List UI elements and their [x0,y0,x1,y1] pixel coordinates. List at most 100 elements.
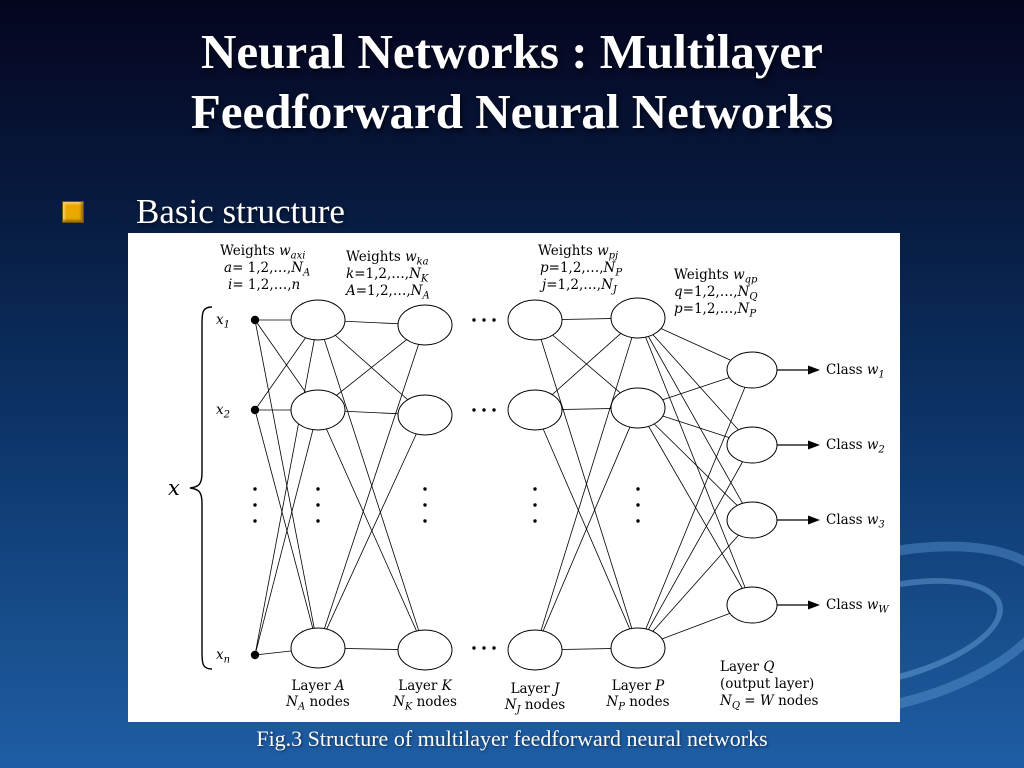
layer-a-node [290,627,346,669]
output-arrowhead-icon [808,365,820,375]
weights-axi-label-2: a= 1,2,…,NA [224,260,310,279]
connection-line [254,319,319,649]
connection-line [637,317,753,521]
output-arrows [777,365,820,610]
weights-ka-label-1: Weights wka [346,249,429,268]
horizontal-ellipsis-dot [492,318,496,322]
input-brace [189,306,213,670]
layer-labels: Layer A NA nodes Layer K NK nodes Layer … [285,659,818,716]
connection-line [637,369,753,649]
vertical-ellipsis-dot [316,487,320,491]
layer-a-nodes-label: NA nodes [285,694,350,713]
layer-j-node [507,389,563,431]
horizontal-ellipsis-dot [482,318,486,322]
bullet-label: Basic structure [136,192,345,231]
connection-line [254,409,319,656]
vertical-ellipsis-dot [636,503,640,507]
input-xn-label: xn [216,647,230,666]
class-wW-label: Class wW [826,597,889,616]
bullet-square-icon [62,201,84,223]
input-vector-label: x [168,476,180,500]
layer-j-node [507,299,563,341]
horizontal-ellipsis-dot [472,408,476,412]
connection-line [317,319,426,651]
weights-ka-label-2: k=1,2,…,NK [346,266,429,285]
connection-line [534,317,639,651]
layer-a-node [290,389,346,431]
horizontal-ellipsis-dot [492,408,496,412]
input-labels: x1 x2 xn [216,312,230,666]
horizontal-ellipsis-dot [472,318,476,322]
weights-axi-label-1: Weights waxi [220,243,305,262]
vertical-ellipsis-dot [636,487,640,491]
layer-p-label: Layer P [612,678,665,694]
weights-pj-label-3: j=1,2,…,NJ [539,277,618,296]
connection-line [637,317,753,446]
output-arrowhead-icon [808,515,820,525]
network-diagram: x Weights waxi a= 1,2,…,NA i= 1,2,…,n We… [168,243,889,716]
vertical-ellipsis-dot [636,519,640,523]
connection-line [317,409,426,651]
connection-line [317,414,426,649]
layer-k-node [397,394,453,436]
connection-line [254,409,319,649]
layer-p-node [610,387,666,429]
input-x2-label: x2 [216,402,230,421]
weight-labels: Weights waxi a= 1,2,…,NA i= 1,2,…,n Weig… [220,243,758,320]
title-line-1: Neural Networks : Multilayer [201,24,823,79]
layer-j-label: Layer J [511,681,561,697]
bullet-item: Basic structure [62,192,345,232]
connection-line [637,407,753,521]
class-labels: Class w1 Class w2 Class w3 Class wW [826,362,889,616]
connection-line [637,317,753,606]
vertical-ellipsis-dot [533,487,537,491]
layer-p-node [610,297,666,339]
horizontal-ellipsis-dot [482,408,486,412]
vertical-ellipsis-dot [423,519,427,523]
vertical-ellipsis-dot [533,519,537,523]
weights-ka-label-3: A=1,2,…,NA [344,283,430,302]
weights-pj-label-1: Weights wpj [538,243,618,262]
class-w1-label: Class w1 [826,362,885,381]
layer-q-output-label: (output layer) [720,676,814,692]
output-arrowhead-icon [808,600,820,610]
class-w2-label: Class w2 [826,437,885,456]
layer-q-label: Layer Q [720,659,774,675]
weights-axi-label-3: i= 1,2,…,n [228,277,300,293]
vertical-ellipsis-dot [533,503,537,507]
connection-line [637,407,753,606]
layer-k-label: Layer K [398,678,452,694]
layer-q-nodes-label: NQ = W nodes [719,693,819,712]
layer-q-node [726,586,778,624]
vertical-ellipsis-dot [423,487,427,491]
weights-qp-label-3: p=1,2,…,NP [674,301,756,320]
horizontal-ellipsis-dot [492,646,496,650]
layer-k-node [397,304,453,346]
figure-panel: x Weights waxi a= 1,2,…,NA i= 1,2,…,n We… [128,233,900,722]
title-line-2: Feedforward Neural Networks [190,84,834,139]
vertical-ellipsis-dot [316,519,320,523]
layer-a-label: Layer A [291,678,344,694]
connection-line [637,519,753,649]
output-arrowhead-icon [808,440,820,450]
input-x1-label: x1 [216,312,230,331]
connection-lines [254,317,753,656]
layer-q-node [726,351,778,389]
vertical-ellipsis-dot [253,487,257,491]
vertical-ellipsis-dot [316,503,320,507]
layer-k-node [397,629,453,671]
ellipsis-dots [253,318,640,650]
connection-line [317,324,426,649]
connection-line [534,407,639,651]
layer-j-node [507,629,563,671]
layer-p-nodes-label: NP nodes [605,694,669,713]
weights-qp-label-2: q=1,2,…,NQ [674,284,758,303]
horizontal-ellipsis-dot [472,646,476,650]
input-node-dot [250,650,260,660]
layer-p-node [610,627,666,669]
weights-qp-label-1: Weights wqp [674,267,758,286]
figure-caption: Fig.3 Structure of multilayer feedforwar… [256,726,768,751]
layer-k-nodes-label: NK nodes [392,694,457,713]
connection-line [637,444,753,649]
